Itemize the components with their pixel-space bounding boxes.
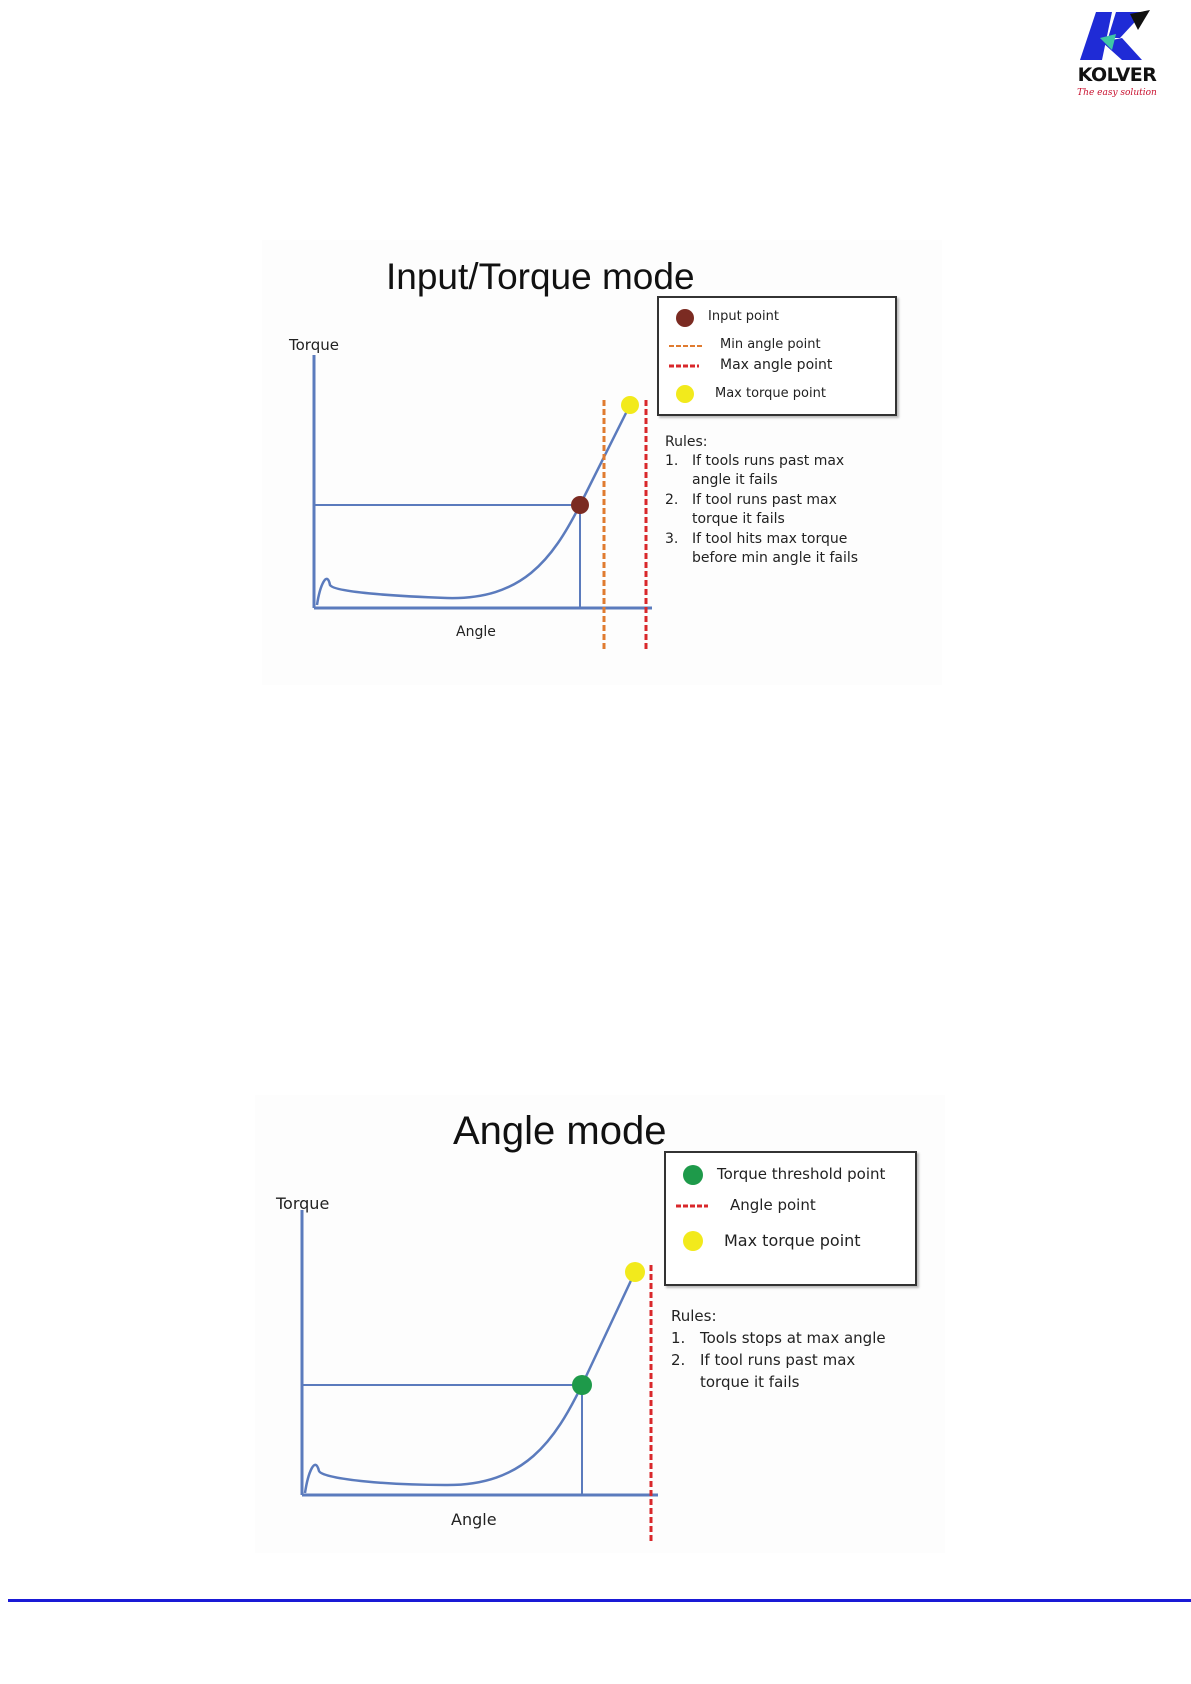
rules-heading: Rules: (665, 434, 708, 450)
max-torque-point-marker (621, 396, 639, 414)
legend-min-angle-point: Min angle point (720, 337, 821, 352)
legend-max-angle-point: Max angle point (720, 357, 833, 373)
legend-angle-point: Angle point (730, 1196, 816, 1214)
rule-text: before min angle it fails (692, 550, 859, 566)
figure2-y-label: Torque (276, 1194, 330, 1213)
rule-number: 3. (665, 531, 679, 547)
brand-tagline: The easy solution (1077, 88, 1157, 98)
brand-name: KOLVER (1077, 64, 1157, 86)
rule-text: If tool runs past max (700, 1351, 856, 1369)
rule-text: Tools stops at max angle (700, 1329, 886, 1347)
figure-input-torque-mode: Input/Torque mode Torque Angle Input poi… (262, 240, 942, 685)
rule-text: torque it fails (692, 511, 785, 527)
torque-threshold-point-marker (572, 1375, 592, 1395)
figure2-x-label: Angle (451, 1510, 497, 1529)
rule-number: 2. (671, 1351, 686, 1369)
figure1-x-label: Angle (456, 624, 496, 640)
yellow-dot-icon (676, 385, 694, 403)
figure1-title: Input/Torque mode (386, 256, 695, 297)
rule-number: 1. (671, 1329, 686, 1347)
legend-max-torque-point: Max torque point (724, 1231, 861, 1250)
figure1-y-label: Torque (289, 336, 339, 354)
rules-heading: Rules: (671, 1307, 717, 1325)
figure2-title: Angle mode (453, 1109, 667, 1153)
footer-divider (8, 1599, 1191, 1602)
rule-number: 1. (665, 453, 679, 469)
rule-text: If tool hits max torque (692, 531, 848, 547)
legend-max-torque-point: Max torque point (715, 386, 826, 401)
yellow-dot-icon (683, 1231, 703, 1251)
max-torque-point-marker (625, 1262, 645, 1282)
torque-angle-curve (315, 404, 632, 606)
rule-text: If tool runs past max (692, 492, 837, 508)
angle-mode-diagram (300, 1210, 658, 1543)
rule-number: 2. (665, 492, 679, 508)
green-dot-icon (683, 1165, 703, 1185)
figure-angle-mode: Angle mode Torque Angle Torque threshold… (255, 1095, 945, 1553)
rule-text: If tools runs past max (692, 453, 845, 469)
rule-text: torque it fails (700, 1373, 800, 1391)
kolver-k-mark-icon (1080, 10, 1150, 60)
legend-torque-threshold-point: Torque threshold point (717, 1165, 886, 1183)
torque-angle-curve (303, 1271, 637, 1494)
input-point-marker (571, 496, 589, 514)
input-torque-diagram (312, 355, 652, 652)
legend-input-point: Input point (708, 309, 779, 324)
rule-text: angle it fails (692, 472, 778, 488)
brown-dot-icon (676, 309, 694, 327)
figure1-legend: Input point Min angle point Max angle po… (657, 296, 897, 416)
figure2-legend: Torque threshold point Angle point Max t… (664, 1151, 917, 1286)
kolver-logo: KOLVER The easy solution (1072, 8, 1162, 103)
